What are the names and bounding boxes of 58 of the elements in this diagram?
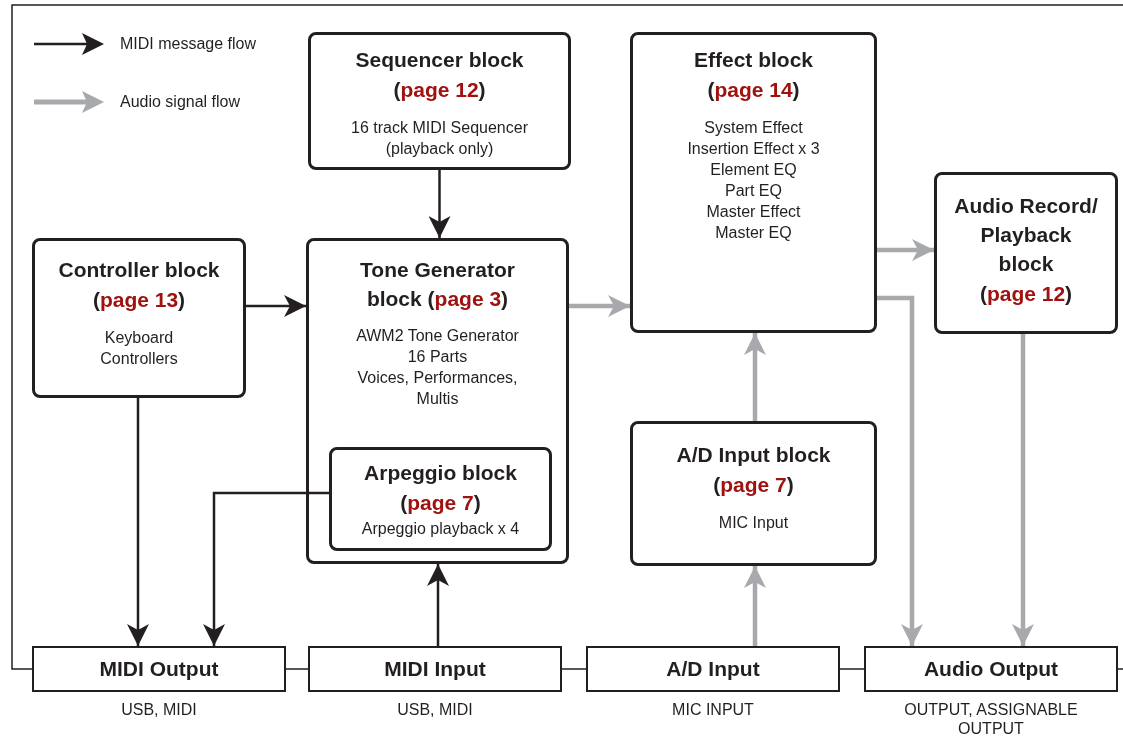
arrow: [877, 295, 923, 646]
legend-label: MIDI message flow: [120, 34, 257, 54]
block-title: Arpeggio block: [363, 460, 518, 486]
page-reference: (page 14): [706, 77, 801, 103]
block-description: 16 track MIDI Sequencer (playback only): [350, 118, 529, 159]
page-reference: (page 12): [978, 281, 1074, 307]
port-label: A/D Input: [666, 656, 760, 683]
port-label: MIDI Input: [384, 656, 486, 683]
legend-label: Audio signal flow: [120, 92, 241, 112]
arrow: [744, 333, 766, 421]
arrow: [877, 239, 934, 261]
arrow: [427, 564, 449, 646]
port-caption: USB, MIDI: [120, 700, 198, 719]
arrow: [127, 398, 149, 646]
port-box: [586, 646, 840, 692]
port-caption: OUTPUT, ASSIGNABLE OUTPUT: [903, 700, 1079, 738]
block-box: [32, 238, 246, 398]
page-reference: (page 7): [399, 490, 482, 516]
block-description: Voices, Performances, Multis: [356, 368, 519, 409]
block-description: Element EQ: [709, 160, 798, 180]
block-box: [630, 32, 877, 333]
arrow: [1012, 334, 1034, 646]
block-description: 16 Parts: [406, 347, 469, 367]
port-caption: USB, MIDI: [396, 700, 474, 719]
block-description: Keyboard Controllers: [99, 328, 179, 369]
block-title: Audio Record/ Playback block: [953, 193, 1099, 277]
port-box: [308, 646, 562, 692]
block-description: Master EQ: [714, 223, 793, 243]
arrow: [203, 491, 329, 646]
page-reference: (page 7): [712, 472, 795, 498]
block-box: [306, 238, 569, 564]
block-box: [630, 421, 877, 566]
arrow: [569, 295, 630, 317]
arrow: [246, 295, 306, 317]
block-title: Sequencer block: [354, 47, 525, 73]
block-description: Master Effect: [705, 202, 802, 222]
block-description: System Effect: [703, 118, 804, 138]
block-description: Insertion Effect x 3: [686, 139, 821, 159]
block-title: Effect block: [693, 47, 814, 73]
block-description: Arpeggio playback x 4: [360, 519, 521, 539]
port-box: [32, 646, 286, 692]
port-caption: MIC INPUT: [671, 700, 755, 719]
block-title: A/D Input block: [675, 442, 832, 468]
page-reference: (page 12): [392, 77, 487, 103]
page-reference: (page 13): [91, 287, 187, 313]
block-description: AWM2 Tone Generator: [355, 326, 520, 346]
block-description: MIC Input: [717, 513, 790, 533]
port-box: [864, 646, 1118, 692]
port-label: MIDI Output: [99, 656, 219, 683]
port-label: Audio Output: [923, 656, 1059, 683]
arrow: [744, 566, 766, 646]
arrow: [428, 170, 451, 238]
block-box: [934, 172, 1118, 334]
block-title: Tone Generator block (page 3): [359, 257, 516, 312]
block-box: [329, 447, 552, 551]
block-box: [308, 32, 571, 170]
block-description: Part EQ: [724, 181, 783, 201]
block-title: Controller block: [57, 257, 221, 283]
